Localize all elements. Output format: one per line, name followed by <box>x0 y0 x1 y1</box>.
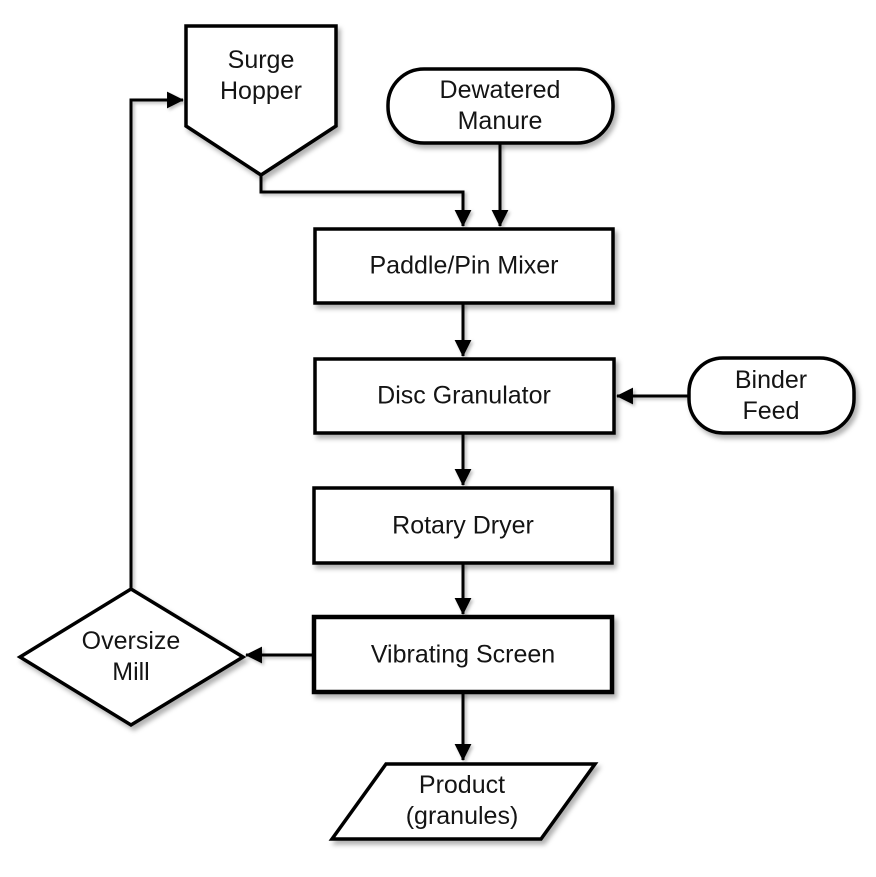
node-surge-hopper-shape <box>184 24 338 178</box>
edge-surge-hopper-to-paddle-pin-mixer <box>259 176 472 227</box>
node-binder-feed-shape <box>687 356 856 435</box>
node-product-shape <box>328 762 599 841</box>
node-disc-granulator-shape <box>313 357 616 435</box>
edge-oversize-mill-to-surge-hopper <box>129 91 184 588</box>
node-oversize-mill-shape <box>16 586 247 728</box>
node-dewatered-manure-shape <box>386 67 615 145</box>
node-vibrating-screen-shape <box>311 614 615 695</box>
node-rotary-dryer-shape <box>312 486 614 565</box>
node-paddle-pin-mixer-shape <box>313 227 615 305</box>
